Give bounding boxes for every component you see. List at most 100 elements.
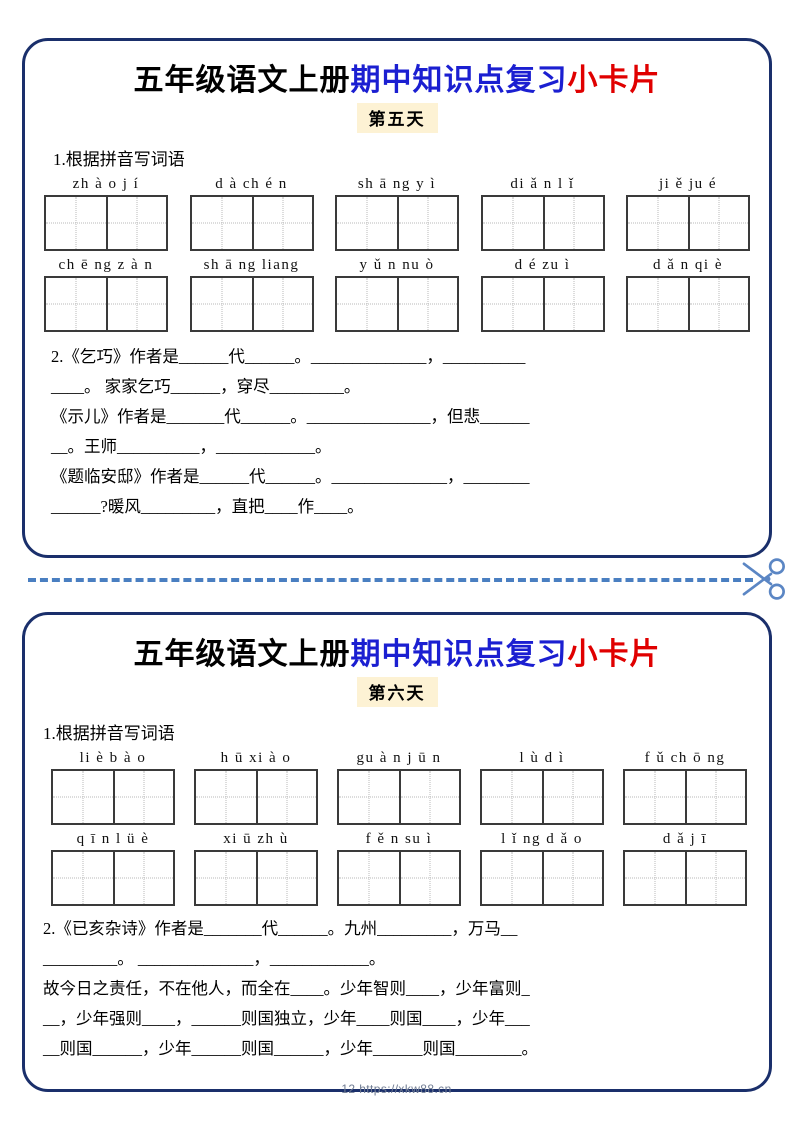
pinyin-label: sh ā ng liang bbox=[203, 257, 300, 273]
tianzige-cell[interactable] bbox=[53, 771, 113, 823]
tianzige-box[interactable] bbox=[480, 769, 604, 825]
tianzige-cell[interactable] bbox=[542, 197, 603, 249]
pinyin-label: gu à n j ū n bbox=[356, 750, 442, 766]
tianzige-cell[interactable] bbox=[397, 278, 457, 330]
scissors-icon bbox=[742, 558, 785, 600]
pinyin-row: q ī n l ü è xi ū zh ù f ě n su ì l ǐ ng … bbox=[25, 831, 769, 906]
tianzige-cell[interactable] bbox=[46, 197, 106, 249]
tianzige-cell[interactable] bbox=[256, 852, 316, 904]
pinyin-label: d ǎ j ī bbox=[662, 831, 708, 847]
pinyin-label: f ě n su ì bbox=[365, 831, 433, 847]
tianzige-cell[interactable] bbox=[483, 278, 543, 330]
question-line[interactable]: ____。 家家乞巧______，穿尽_________。 bbox=[51, 377, 361, 396]
tianzige-cell[interactable] bbox=[399, 852, 459, 904]
tianzige-cell[interactable] bbox=[337, 197, 397, 249]
review-card-day5: 五年级语文上册期中知识点复习小卡片 第五天 1.根据拼音写词语 zh à o j… bbox=[22, 38, 772, 558]
tianzige-box[interactable] bbox=[480, 276, 605, 332]
tianzige-cell[interactable] bbox=[196, 771, 256, 823]
pinyin-grid-item: h ū xi à o bbox=[190, 750, 322, 825]
pinyin-label: y ǔ n nu ò bbox=[359, 257, 435, 273]
tianzige-box[interactable] bbox=[44, 195, 168, 251]
tianzige-cell[interactable] bbox=[628, 197, 688, 249]
tianzige-cell[interactable] bbox=[397, 197, 457, 249]
pinyin-grid-item: ch ē ng z à n bbox=[39, 257, 173, 332]
question-line[interactable]: 《示儿》作者是_______代______。_______________，但悲… bbox=[51, 407, 530, 426]
pinyin-label: li è b à o bbox=[79, 750, 147, 766]
pinyin-row: ch ē ng z à n sh ā ng liang y ǔ n nu ò d… bbox=[25, 257, 769, 332]
pinyin-grid-item: sh ā ng liang bbox=[185, 257, 319, 332]
tianzige-box[interactable] bbox=[335, 276, 459, 332]
tianzige-box[interactable] bbox=[194, 850, 318, 906]
tianzige-cell[interactable] bbox=[196, 852, 256, 904]
question-line[interactable]: ______?暖风_________，直把____作____。 bbox=[51, 497, 364, 516]
tianzige-box[interactable] bbox=[335, 195, 459, 251]
tianzige-cell[interactable] bbox=[542, 278, 603, 330]
tianzige-box[interactable] bbox=[51, 769, 175, 825]
tianzige-box[interactable] bbox=[194, 769, 318, 825]
tianzige-cell[interactable] bbox=[192, 197, 252, 249]
tianzige-cell[interactable] bbox=[113, 771, 173, 823]
cut-divider-line bbox=[28, 578, 753, 582]
card-title: 五年级语文上册期中知识点复习小卡片 bbox=[25, 629, 769, 673]
tianzige-cell[interactable] bbox=[106, 278, 166, 330]
pinyin-label: f ǔ ch ō ng bbox=[644, 750, 726, 766]
tianzige-cell[interactable] bbox=[256, 771, 316, 823]
tianzige-cell[interactable] bbox=[688, 278, 748, 330]
tianzige-cell[interactable] bbox=[542, 771, 602, 823]
tianzige-box[interactable] bbox=[51, 850, 175, 906]
tianzige-box[interactable] bbox=[623, 850, 747, 906]
tianzige-cell[interactable] bbox=[53, 852, 113, 904]
tianzige-box[interactable] bbox=[337, 850, 461, 906]
title-part-black: 五年级语文上册 bbox=[133, 638, 351, 671]
tianzige-box[interactable] bbox=[337, 769, 461, 825]
tianzige-cell[interactable] bbox=[106, 197, 166, 249]
pinyin-label: d é zu ì bbox=[514, 257, 571, 273]
title-part-blue: 期中知识点复习 bbox=[350, 64, 568, 97]
tianzige-cell[interactable] bbox=[625, 771, 685, 823]
tianzige-box[interactable] bbox=[189, 195, 314, 251]
tianzige-box[interactable] bbox=[44, 276, 168, 332]
question-line[interactable]: 2.《已亥杂诗》作者是_______代______。九州_________，万马… bbox=[43, 919, 518, 938]
tianzige-box[interactable] bbox=[480, 850, 604, 906]
tianzige-box[interactable] bbox=[626, 195, 750, 251]
tianzige-cell[interactable] bbox=[339, 771, 399, 823]
pinyin-label: d ǎ n qi è bbox=[653, 257, 723, 273]
tianzige-box[interactable] bbox=[626, 276, 750, 332]
tianzige-cell[interactable] bbox=[113, 852, 173, 904]
question-line[interactable]: 《题临安邸》作者是______代______。______________，__… bbox=[51, 467, 530, 486]
tianzige-cell[interactable] bbox=[192, 278, 252, 330]
pinyin-label: q ī n l ü è bbox=[76, 831, 150, 847]
question-line[interactable]: _________。 ______________，____________。 bbox=[43, 949, 386, 968]
tianzige-cell[interactable] bbox=[251, 278, 312, 330]
tianzige-cell[interactable] bbox=[482, 771, 542, 823]
tianzige-cell[interactable] bbox=[399, 771, 459, 823]
pinyin-grid-item: d ǎ n qi è bbox=[621, 257, 755, 332]
tianzige-cell[interactable] bbox=[46, 278, 106, 330]
tianzige-cell[interactable] bbox=[688, 197, 748, 249]
tianzige-cell[interactable] bbox=[685, 852, 745, 904]
tianzige-cell[interactable] bbox=[628, 278, 688, 330]
tianzige-cell[interactable] bbox=[251, 197, 312, 249]
tianzige-box[interactable] bbox=[189, 276, 314, 332]
tianzige-cell[interactable] bbox=[339, 852, 399, 904]
tianzige-cell[interactable] bbox=[337, 278, 397, 330]
section-heading-pinyin: 1.根据拼音写词语 bbox=[43, 724, 175, 743]
tianzige-cell[interactable] bbox=[542, 852, 602, 904]
tianzige-cell[interactable] bbox=[625, 852, 685, 904]
tianzige-box[interactable] bbox=[623, 769, 747, 825]
pinyin-grid-item: ji ě ju é bbox=[621, 176, 755, 251]
pinyin-grid-item: f ǔ ch ō ng bbox=[619, 750, 751, 825]
pinyin-grid-item: di ǎ n l ǐ bbox=[476, 176, 610, 251]
question-line[interactable]: 2.《乞巧》作者是______代______。______________，__… bbox=[51, 347, 526, 366]
question-line[interactable]: __。王师__________，____________。 bbox=[51, 437, 332, 456]
title-part-blue: 期中知识点复习 bbox=[350, 638, 568, 671]
tianzige-cell[interactable] bbox=[482, 852, 542, 904]
tianzige-cell[interactable] bbox=[483, 197, 543, 249]
question-line[interactable]: __则国______，少年______则国______，少年______则国__… bbox=[43, 1039, 538, 1058]
tianzige-box[interactable] bbox=[480, 195, 605, 251]
question-line[interactable]: 故今日之责任，不在他人，而全在____。少年智则____，少年富则_ bbox=[43, 979, 530, 998]
section-heading-pinyin: 1.根据拼音写词语 bbox=[53, 150, 185, 169]
tianzige-cell[interactable] bbox=[685, 771, 745, 823]
question-line[interactable]: __，少年强则____，______则国独立，少年____则国____，少年__… bbox=[43, 1009, 530, 1028]
